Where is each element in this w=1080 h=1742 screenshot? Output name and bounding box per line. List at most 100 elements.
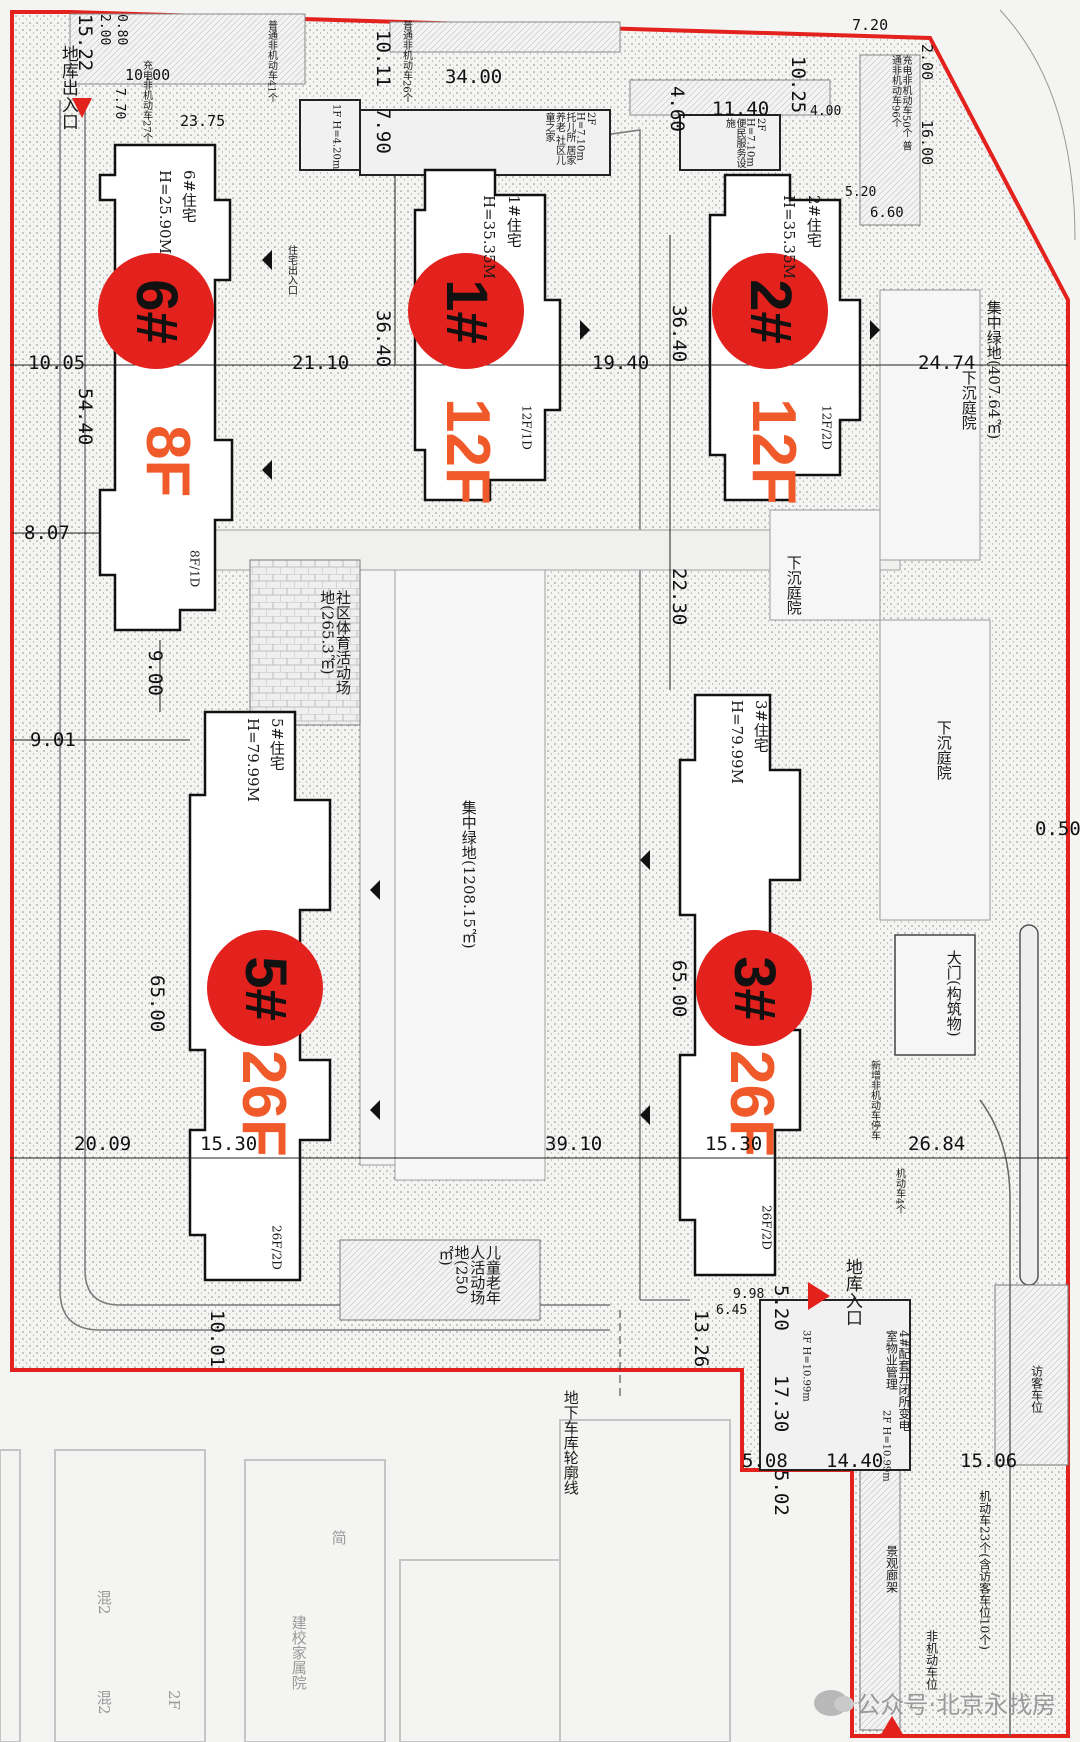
- simple-label: 简: [329, 1530, 348, 1545]
- garage-entrance-bottom-label: 地库入口: [841, 1258, 862, 1326]
- bike-top-left-label: 普通非机动车41个: [265, 20, 277, 103]
- visitor-parking-strip: [994, 1284, 1069, 1466]
- residential-entry-label: 住宅出入口: [285, 245, 297, 295]
- gate-structure: [894, 934, 976, 1056]
- dim-20-09: 20.09: [74, 1133, 132, 1155]
- landscape-label: 景观廊架: [884, 1545, 899, 1593]
- dim-5-08: 5.08: [742, 1450, 788, 1472]
- building-6-tag: 8F/1D: [187, 550, 202, 588]
- dim-17-30: 17.30: [770, 1375, 792, 1433]
- dim-10-01: 10.01: [206, 1310, 228, 1368]
- green-central-label: 集中绿地(1208.15㎡): [459, 800, 478, 949]
- motor-lot-label: 机动车4个: [893, 1168, 905, 1215]
- children-area: [339, 1239, 541, 1321]
- dim-9-00: 9.00: [144, 650, 166, 696]
- dim-16-00: 16.00: [918, 120, 936, 166]
- wechat-icon: [814, 1689, 855, 1716]
- service-building-4: [759, 1299, 911, 1471]
- dim-26-84: 26.84: [908, 1133, 966, 1155]
- service-4-height: 3F H=10.99m: [800, 1330, 812, 1402]
- two-f-label: 2F: [164, 1690, 183, 1710]
- building-badge-1[interactable]: 1#: [408, 253, 524, 369]
- service-2f-right-label: 2F H=7.10m 便民服务设施: [723, 118, 767, 168]
- building-floors-5: 26F: [229, 1050, 298, 1157]
- service-4-b-height: 2F H=10.99m: [880, 1410, 892, 1482]
- building-1-name: 1#住宅: [504, 195, 523, 248]
- dim-54-40: 54.40: [74, 388, 96, 446]
- building-3-name: 3#住宅: [751, 700, 770, 753]
- dim-5-20-b: 5.20: [770, 1285, 792, 1331]
- building-3-height: H=79.99M: [727, 700, 746, 784]
- dim-2-00-b: 2.00: [918, 44, 936, 81]
- building-1-height: H=35.35M: [479, 195, 498, 279]
- service-2f-label: 2F H=7.10m 托儿所 居家养老 社区儿童之家: [543, 112, 596, 166]
- building-badge-2[interactable]: 2#: [712, 253, 828, 369]
- building-5-tag: 26F/2D: [269, 1225, 284, 1270]
- dim-22-30: 22.30: [668, 568, 690, 626]
- sunken-mid-label: 下沉庭院: [784, 555, 803, 615]
- dim-10-11: 10.11: [372, 30, 394, 88]
- mixed-label-1: 混2: [94, 1590, 113, 1615]
- dim-24-74: 24.74: [918, 352, 976, 374]
- mixed-label-2: 混2: [94, 1690, 113, 1715]
- column-strip: [1019, 924, 1039, 1286]
- sunken-court-right: [879, 619, 991, 921]
- building-badge-6[interactable]: 6#: [98, 253, 214, 369]
- dim-0-80: 0.80: [114, 14, 129, 46]
- dim-9-98: 9.98: [733, 1287, 765, 1302]
- building-6-name: 6#住宅: [179, 170, 198, 223]
- dim-5-20-a: 5.20: [845, 185, 877, 200]
- bike-parking-strips: [69, 13, 921, 226]
- visitor-parking-label: 访客车位: [1029, 1365, 1044, 1413]
- building-badge-5[interactable]: 5#: [207, 930, 323, 1046]
- garage-ramp-label: 地下车库轮廓线: [561, 1390, 580, 1495]
- sports-label: 社区体育活动场地(265.3㎡): [318, 590, 352, 695]
- central-green: [394, 559, 546, 1181]
- dim-36-40-a: 36.40: [372, 310, 394, 368]
- garage-entrance-marker-top: [72, 98, 92, 118]
- residential-entry-markers: [262, 250, 880, 1125]
- dim-8-07: 8.07: [24, 522, 70, 544]
- dim-10-00: 10.00: [125, 66, 171, 84]
- dim-11-40: 11.40: [712, 98, 770, 120]
- green-top-label: 集中绿地(407.64㎡): [984, 300, 1003, 440]
- dim-10-25: 10.25: [787, 56, 809, 114]
- gate-label: 大门(构筑物): [944, 950, 963, 1037]
- dim-15-22: 15.22: [74, 14, 96, 72]
- dim-6-45: 6.45: [716, 1303, 748, 1318]
- neighbour-buildings: [0, 1419, 731, 1742]
- dim-65-00-a: 65.00: [146, 975, 168, 1033]
- dim-23-75: 23.75: [180, 112, 226, 130]
- dim-15-06: 15.06: [960, 1450, 1018, 1472]
- dim-10-05: 10.05: [28, 352, 86, 374]
- dim-19-40: 19.40: [592, 352, 650, 374]
- service-4-label: 4#配套开闭所变电室物业管理: [884, 1330, 911, 1432]
- building-5-height: H=79.99M: [243, 718, 262, 802]
- garage-entrance-marker-bottom: [880, 1716, 904, 1736]
- road-curve-right: [979, 1099, 1011, 1736]
- dim-4-00: 4.00: [810, 104, 842, 119]
- dim-6-60: 6.60: [870, 205, 904, 221]
- dimension-lines: [10, 175, 1068, 1159]
- dim-34-00: 34.00: [445, 66, 503, 88]
- bike-top-mid-label: 普通非机动车26个: [400, 20, 412, 103]
- garage-entrance-top-label: 地库出入口: [57, 45, 78, 130]
- dim-9-01: 9.01: [30, 729, 76, 751]
- school-label: 建校家属院: [289, 1615, 308, 1690]
- dim-7-20: 7.20: [852, 16, 889, 34]
- children-label: 儿童老年人活动场地(250㎡): [436, 1245, 502, 1305]
- building-floors-2: 12F: [739, 398, 808, 505]
- building-6-height: H=25.90M: [155, 170, 174, 254]
- dim-15-30-b: 15.30: [705, 1133, 763, 1155]
- watermark-text: 公众号·北京永找房: [856, 1691, 1056, 1719]
- building-badge-3[interactable]: 3#: [696, 930, 812, 1046]
- garage-entrance-marker-mid: [808, 1282, 830, 1310]
- sunken-court-mid: [769, 509, 881, 621]
- dim-65-00-b: 65.00: [668, 960, 690, 1018]
- dim-21-10: 21.10: [292, 352, 350, 374]
- dim-13-26: 13.26: [690, 1310, 712, 1368]
- building-1-tag: 12F/1D: [519, 405, 534, 450]
- dim-36-40-b: 36.40: [668, 305, 690, 363]
- watermark: 公众号·北京永找房: [814, 1685, 1056, 1720]
